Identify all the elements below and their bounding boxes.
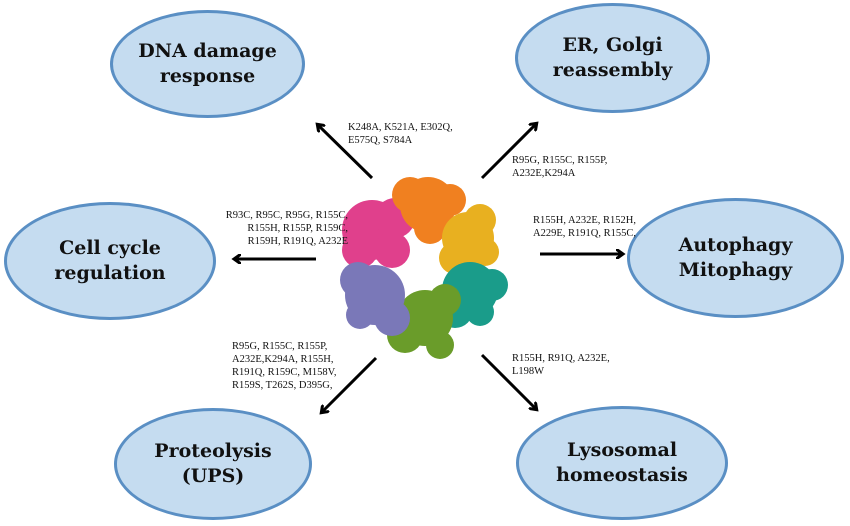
mutation-line: A232E,K294A, R155H, — [232, 354, 334, 365]
arrow-dna — [318, 125, 374, 180]
mutation-line: E575Q, S784A — [348, 135, 413, 146]
central-pore — [413, 257, 433, 277]
mutations-dna: K248A, K521A, E302Q, E575Q, S784A — [348, 121, 453, 147]
node-lysosomal-homeostasis: Lysosomal homeostasis — [516, 406, 728, 520]
node-label-line: homeostasis — [556, 464, 688, 486]
node-label-line: response — [159, 65, 256, 87]
arrow-prot — [322, 356, 378, 412]
mutations-er: R95G, R155C, R155P, A232E,K294A — [512, 154, 607, 180]
mutations-lyso: R155H, R91Q, A232E, L198W — [512, 352, 610, 378]
node-label-line: Autophagy — [678, 234, 793, 257]
node-label-line: Cell cycle — [59, 237, 161, 260]
subunit-orange — [392, 177, 466, 244]
p97-protein-complex — [340, 177, 508, 359]
node-label-line: (UPS) — [181, 465, 245, 487]
node-er-golgi-reassembly: ER, Golgi reassembly — [515, 3, 710, 113]
mutation-line: R155H, R91Q, A232E, — [512, 353, 610, 364]
mutations-auto: R155H, A232E, R152H, A229E, R191Q, R155C… — [533, 214, 636, 240]
node-label-line: Lysosomal — [566, 439, 678, 462]
mutation-line: K248A, K521A, E302Q, — [348, 122, 453, 133]
node-proteolysis-ups: Proteolysis (UPS) — [114, 408, 312, 520]
mutations-prot: R95G, R155C, R155P, A232E,K294A, R155H, … — [232, 340, 337, 392]
mutation-line: R191Q, R159C, M158V, — [232, 367, 337, 378]
node-label-line: ER, Golgi — [562, 34, 663, 57]
node-label-line: reassembly — [552, 59, 673, 81]
subunit-purple — [340, 262, 410, 336]
node-label-line: Mitophagy — [678, 259, 793, 281]
mutations-cell: R93C, R95C, R95G, R155C, R155H, R155P, R… — [222, 209, 348, 248]
mutation-line: R95G, R155C, R155P, — [512, 155, 608, 166]
node-dna-damage-response: DNA damage response — [110, 10, 305, 118]
node-cell-cycle-regulation: Cell cycle regulation — [4, 202, 216, 320]
mutation-line: R93C, R95C, R95G, R155C, — [225, 210, 348, 221]
mutation-line: R95G, R155C, R155P, — [232, 341, 328, 352]
mutation-line: R155H, R155P, R159C, — [247, 223, 348, 234]
mutation-line: L198W — [512, 366, 545, 377]
mutation-line: A232E,K294A — [512, 168, 576, 179]
mutation-line: A229E, R191Q, R155C, — [533, 228, 636, 239]
arrow-lyso — [480, 353, 536, 409]
node-label-line: DNA damage — [138, 40, 277, 63]
node-label-line: regulation — [54, 262, 166, 284]
mutation-line: R159S, T262S, D395G, — [232, 380, 333, 391]
mutation-line: R155H, A232E, R152H, — [533, 215, 636, 226]
node-autophagy-mitophagy: Autophagy Mitophagy — [627, 198, 844, 318]
arrow-er — [480, 124, 536, 180]
mutation-line: R159H, R191Q, A232E — [247, 236, 348, 247]
node-label-line: Proteolysis — [154, 440, 272, 463]
